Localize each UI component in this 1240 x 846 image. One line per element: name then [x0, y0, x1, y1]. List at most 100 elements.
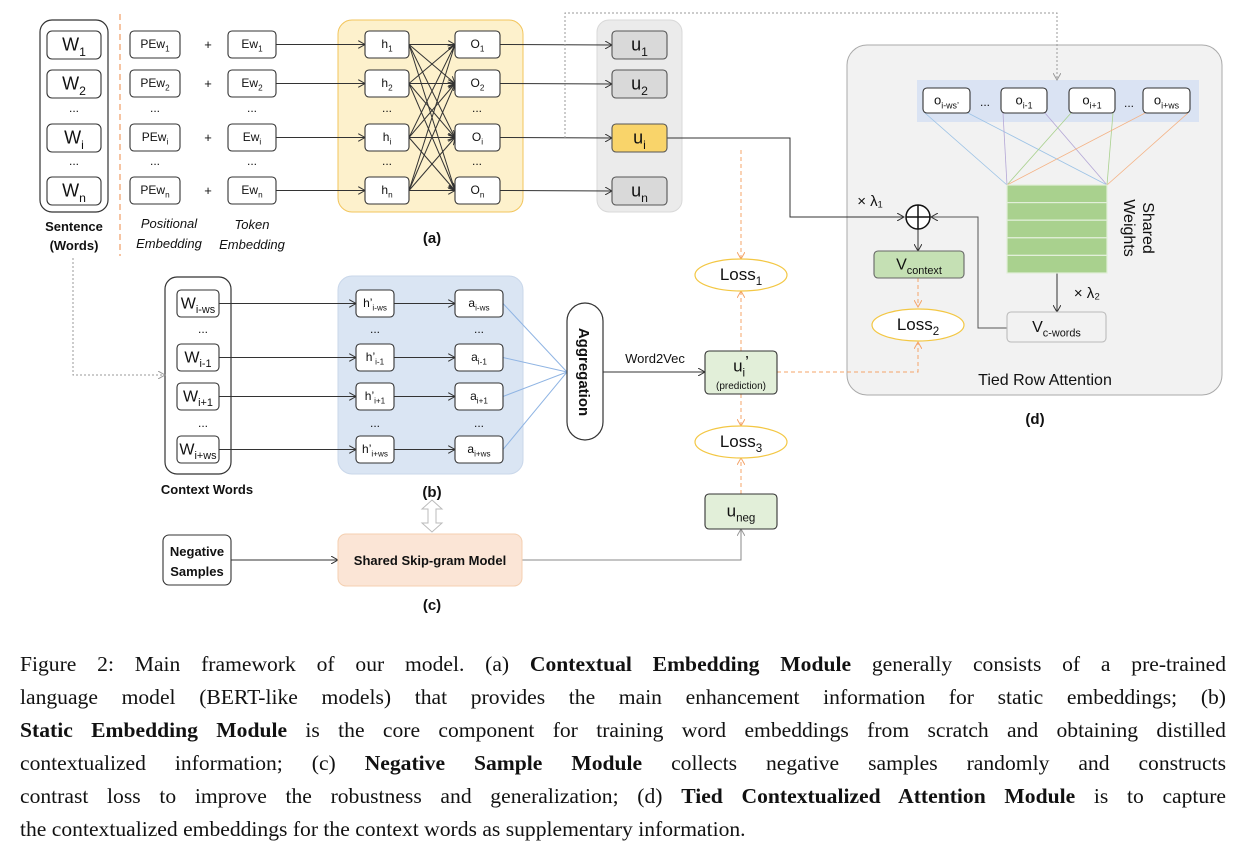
lambda2-label: × λ₂ [1074, 285, 1100, 302]
wn-label: Wn [62, 180, 86, 204]
loss1-label: Loss1 [720, 265, 762, 288]
label-base: h’ [365, 389, 374, 403]
do-ipws-node [1142, 87, 1191, 114]
shared-skipgram-label: Shared Skip-gram Model [354, 553, 506, 568]
shared-weights-row [1006, 237, 1108, 257]
figure-caption: Figure 2: Main framework of our model. (… [20, 648, 1226, 846]
label-prime: ’ [745, 352, 749, 371]
ew1-node [227, 30, 277, 59]
neg-label: Negative [170, 544, 224, 559]
label-base: W [62, 180, 79, 200]
hi-node [364, 123, 410, 152]
label-base: V [1032, 319, 1043, 336]
label-subscript: i-ws [372, 304, 387, 313]
aggregation-link [502, 303, 568, 373]
label-subscript: 2 [933, 326, 939, 338]
ellipsis: ... [69, 101, 79, 115]
shared-weights-row [1006, 184, 1108, 204]
w2-label: W2 [62, 73, 86, 97]
plus-sign: + [204, 130, 212, 145]
plus-sign: + [204, 37, 212, 52]
u2-node [611, 69, 668, 99]
ellipsis: ... [474, 416, 484, 430]
ellipsis: ... [69, 154, 79, 168]
contextual-embedding-module-panel [337, 19, 524, 213]
u1-node [611, 30, 668, 60]
label-base: u [733, 357, 742, 376]
label-subscript: 2 [258, 84, 263, 93]
a-ip1-node [454, 382, 504, 411]
uip-node [704, 350, 778, 395]
uneg-node [704, 493, 778, 530]
label-base: u [633, 127, 643, 147]
ellipsis: ... [150, 101, 160, 115]
sentence-label: Sentence [45, 219, 103, 234]
caption-line: language model (BERT-like models) that p… [20, 681, 1226, 714]
label-base: PEw [140, 76, 165, 90]
shared-double-arrow-icon [420, 499, 444, 533]
aggregation-link [502, 371, 568, 397]
do_ipws-label: oi+ws [1154, 92, 1180, 110]
hp-i1-node [355, 343, 395, 372]
label-subscript: i-ws [196, 304, 216, 316]
ellipsis: ... [247, 101, 257, 115]
ewi-label: Ewi [243, 130, 262, 147]
caption-text: the contextualized embeddings for the co… [20, 817, 746, 841]
ew2-node [227, 69, 277, 98]
un-node [611, 176, 668, 206]
h1-node [364, 30, 410, 59]
ellipsis: ... [370, 416, 380, 430]
a-iws-node [454, 289, 504, 318]
label-subscript: i [481, 138, 483, 147]
do_ip1-label: oi+1 [1082, 92, 1101, 110]
cw-ip1-node [176, 382, 220, 411]
caption-module-name: Negative Sample Module [364, 751, 643, 775]
w1-node [46, 30, 102, 60]
label-subscript: i-1 [200, 358, 212, 370]
label-subscript: neg [736, 513, 755, 525]
caption-text: generally consists of a pre-trained [851, 652, 1226, 676]
label-base: O [471, 183, 480, 197]
label-base: h’ [362, 442, 371, 456]
label-base: Ew [241, 183, 258, 197]
label-subscript: n [641, 191, 648, 205]
loss3-ellipse [694, 425, 788, 459]
label-subscript: 2 [79, 84, 86, 98]
static-embedding-module-panel [337, 275, 524, 475]
label-subscript: n [165, 191, 170, 200]
neg-label: Samples [170, 564, 223, 579]
u2-label: u2 [631, 73, 648, 97]
attention-weight-link [1002, 112, 1008, 186]
cw-i1-node [176, 343, 220, 372]
label-subscript: 3 [756, 443, 762, 455]
wi-label: Wi [64, 127, 84, 151]
label-base: o [1082, 92, 1089, 107]
plus-sign: + [204, 183, 212, 198]
label-base: u [727, 502, 736, 521]
caption-text: is to capture [1075, 784, 1227, 808]
label-base: W [179, 441, 195, 458]
caption-text: collects negative samples randomly and c… [642, 751, 1227, 775]
ellipsis: ... [370, 322, 380, 336]
ellipsis: ... [474, 322, 484, 336]
label-subscript: c-words [1043, 328, 1082, 340]
label-subscript: i+ws [474, 450, 491, 459]
label-subscript: i [166, 138, 168, 147]
label-base: Ew [241, 37, 258, 51]
h2-node [364, 69, 410, 98]
pei-label: PEwi [142, 130, 169, 147]
a_i1-label: ai-1 [471, 350, 487, 367]
label-base: u [631, 73, 641, 93]
connector-arrow [499, 138, 612, 139]
label-subscript: 1 [79, 45, 86, 59]
caption-line: contextualized information; (c) Negative… [20, 747, 1226, 780]
label-subscript: 2 [165, 84, 170, 93]
aggregation-label: Aggregation [575, 328, 592, 416]
pei-node [129, 123, 181, 152]
o2-label: O2 [471, 76, 485, 93]
ew1-label: Ew1 [241, 37, 263, 54]
positional-embedding-label: Positional [141, 216, 198, 231]
label-base: h’ [363, 296, 372, 310]
label-subscript: i-1 [375, 358, 385, 367]
